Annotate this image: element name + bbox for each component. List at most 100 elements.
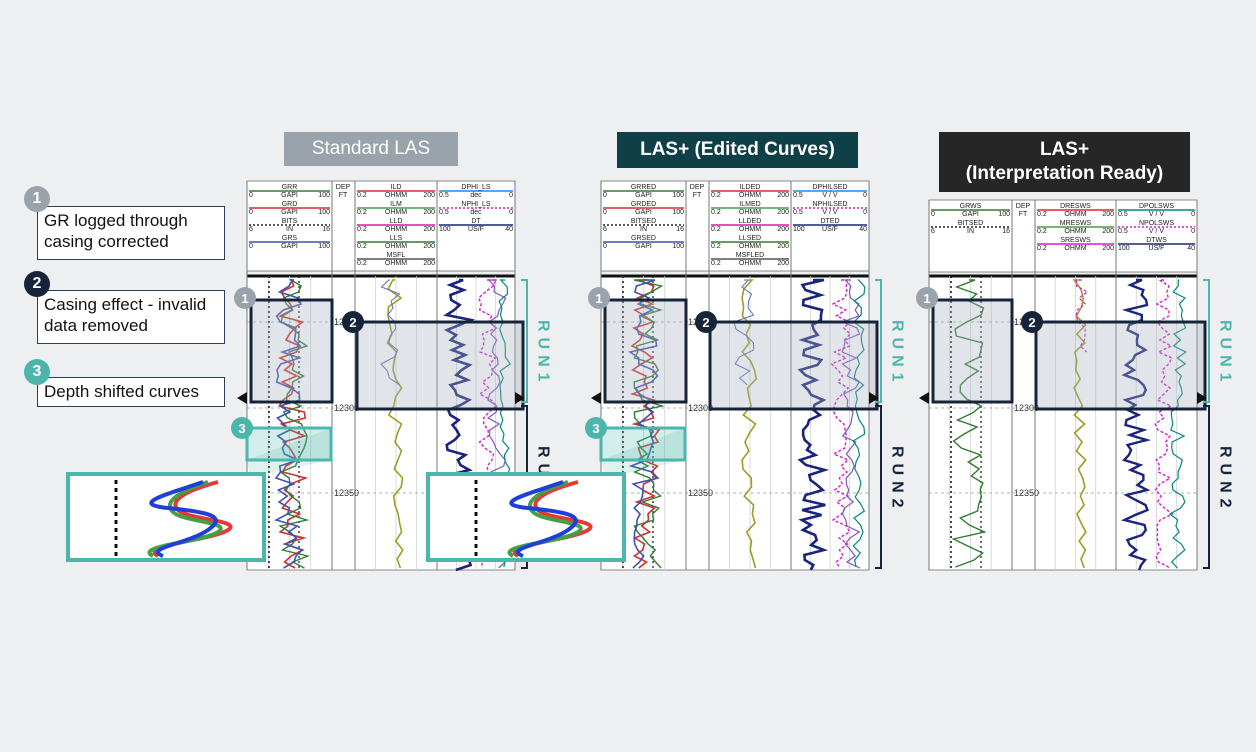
curve-unit: IN [967,228,974,235]
curve-name: ILD [391,184,402,191]
log-header [928,199,1198,273]
curve-min: 0.2 [1037,228,1047,235]
curve-min: 0.2 [1037,211,1047,218]
curve-min: 0.2 [357,243,367,250]
log-panel-2: 1221230012350GRRED0GAPI100GRDED0GAPI100B… [588,180,906,571]
run1-label: RUN1 [1217,320,1234,388]
run1-label: RUN1 [535,320,552,388]
badge-circle [234,287,256,309]
depth-header-unit: FT [693,192,702,199]
curve-min: 0.5 [1118,228,1128,235]
marker-badge-2: 2 [1021,311,1043,333]
run-boundary-arrow-right [1197,392,1207,404]
marker-badge-3: 3 [231,417,253,439]
curve-name: NPOLSWS [1139,220,1174,227]
curve-max: 200 [777,192,789,199]
curve-unit: US/F [468,226,484,233]
curve-name: ILM [390,201,402,208]
badge-number: 1 [595,291,602,306]
curve-name: GRWS [960,203,982,210]
badge-circle [695,311,717,333]
legend-number-badge-3: 3 [24,359,50,385]
depth-header-unit: FT [339,192,348,199]
curve-max: 200 [777,260,789,267]
curve-unit: V / V [822,192,838,199]
curve-max: 0 [1191,228,1195,235]
run1-text: RUN1 [1217,320,1234,388]
curve-min: 6 [249,226,253,233]
curve-min: 0.2 [711,192,721,199]
curve-min: 0 [931,211,935,218]
run1-label: RUN1 [889,320,906,388]
curve-name: DTED [820,218,839,225]
curve-max: 100 [672,209,684,216]
curve-name: DPHILSED [812,184,847,191]
curve-max: 16 [676,226,684,233]
nphi-curve [830,279,852,569]
run2-label: RUN2 [889,446,906,514]
marker-badge-1: 1 [588,287,610,309]
curve-min: 100 [793,226,805,233]
run2-label: RUN2 [1217,446,1234,514]
depth-label: 122 [334,317,349,327]
curve-name: BITS [282,218,298,225]
curve-max: 200 [1102,228,1114,235]
callout-connector [247,428,331,560]
curve-unit: GAPI [635,243,652,250]
header-curve-bits: BITS 6 IN 16 [249,218,330,233]
depth-shift-zone [599,426,687,462]
depth-label: 12300 [688,403,713,413]
curve-min: 0.2 [357,209,367,216]
curve-name: NPHI_LS [461,201,491,208]
curve-min: 0 [249,209,253,216]
curve-max: 0 [509,192,513,199]
curve-max: 40 [505,226,513,233]
curve-min: 0.5 [793,209,803,216]
curve-max: 16 [1002,228,1010,235]
curve-unit: OHMM [739,243,761,250]
log-header [600,180,870,272]
curve-unit: OHMM [385,192,407,199]
resistivity-curve-shallow [380,279,401,386]
curve-name: ILDED [740,184,761,191]
legend-number-badge-1: 1 [24,186,50,212]
depth-header-name: DEP [1016,203,1031,210]
depth-header-name: DEP [690,184,705,191]
depth-shift-callout-1: 3 [66,417,333,562]
run-boundary-arrow-left [591,392,601,404]
curve-max: 16 [322,226,330,233]
curve-unit: IN [286,226,293,233]
curve-max: 100 [318,243,330,250]
curve-unit: GAPI [281,243,298,250]
marker-badge-2: 2 [695,311,717,333]
curve-max: 200 [777,243,789,250]
gr-curve-blue [628,279,660,569]
curve-name: GRSED [631,235,656,242]
curve-max: 200 [1102,245,1114,252]
curve-unit: OHMM [1064,211,1086,218]
curve-name: LLD [390,218,403,225]
depth-header-name: DEP [336,184,351,191]
curve-min: 6 [603,226,607,233]
curve-unit: GAPI [281,209,298,216]
curve-unit: OHMM [739,260,761,267]
curve-unit: IN [640,226,647,233]
curve-name: DRESWS [1060,203,1091,210]
curve-max: 0 [509,209,513,216]
run2-bracket [1203,405,1210,569]
curve-unit: OHMM [385,209,407,216]
panel-title-line-1: LAS+ [1039,139,1090,160]
